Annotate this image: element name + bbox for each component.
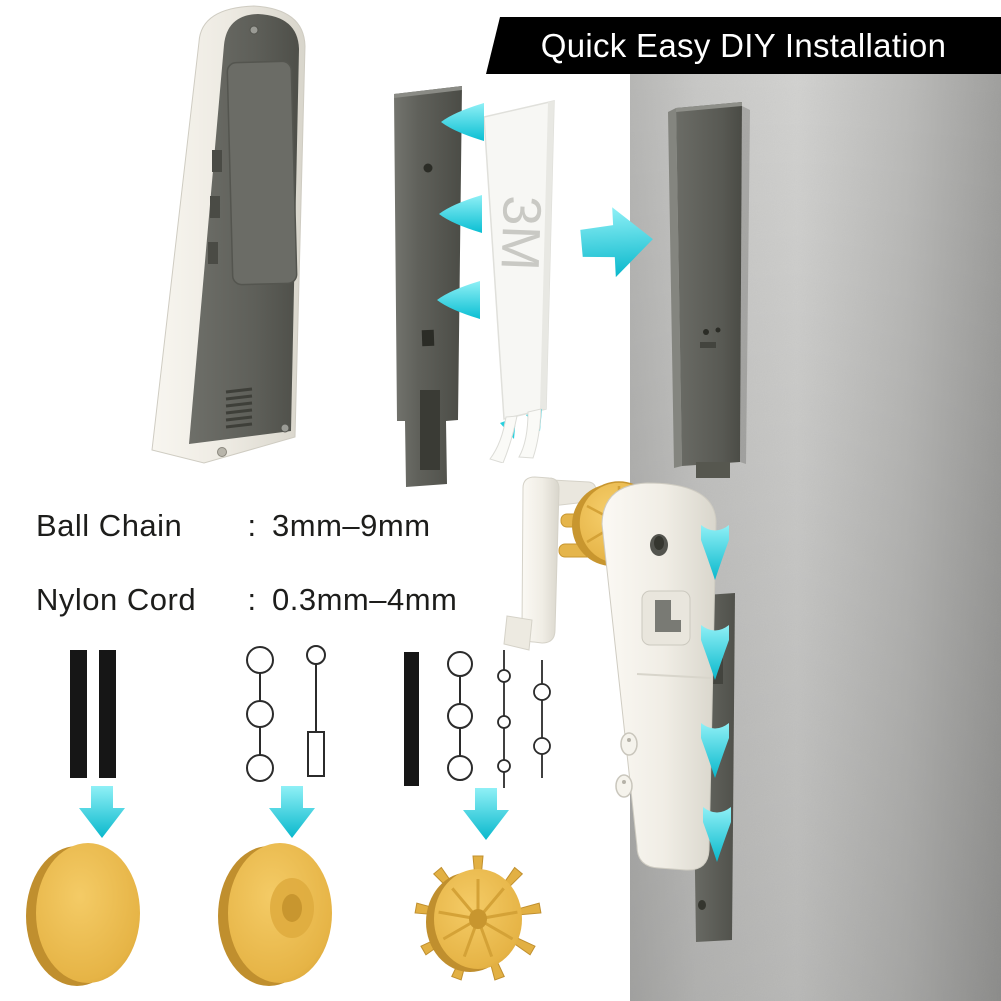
adhesive-tail — [489, 415, 518, 463]
ball-chain-figure — [246, 645, 326, 782]
adhesive-strip-edge — [540, 101, 554, 409]
spec-label: Ball Chain — [36, 508, 183, 543]
arrow-down-icon — [463, 788, 509, 840]
spec-colon: : — [247, 582, 257, 617]
adhesive-strip-figure: 3M — [483, 100, 555, 463]
mounted-plate-top-edge — [676, 102, 742, 112]
banner-title: Quick Easy DIY Installation — [540, 26, 947, 64]
banner: Quick Easy DIY Installation — [486, 17, 1001, 74]
device-back-figure — [151, 5, 306, 464]
mounted-plate-figure — [668, 102, 750, 478]
arrow-left-icon — [439, 195, 482, 233]
installation-assembly-figure — [503, 476, 735, 942]
mounting-plate-figure — [394, 86, 462, 487]
spec-value: 0.3mm–4mm — [272, 582, 458, 617]
arrow-down-icon — [79, 786, 125, 838]
spec-nylon-cord: Nylon Cord : 0.3mm–4mm — [36, 582, 457, 618]
screw-icon — [217, 25, 290, 457]
mounting-plate-top-edge — [394, 86, 462, 98]
mounted-plate-slot — [700, 342, 716, 348]
adapter-gear-figure — [414, 855, 542, 981]
adapter-disc-figure — [26, 843, 140, 986]
cord-weight-figure — [306, 645, 326, 777]
hook-slot — [641, 590, 691, 646]
spec-label: Nylon Cord — [36, 582, 197, 617]
device-back-notches — [208, 150, 222, 264]
adapter-disc-figure — [218, 843, 332, 986]
mounting-plate-slot — [420, 390, 440, 470]
arrow-down-icon — [701, 525, 731, 862]
device-front-figure — [601, 482, 717, 871]
device-back-cover — [226, 60, 298, 286]
arrow-left-icon — [441, 103, 484, 141]
spec-colon: : — [247, 508, 257, 543]
mounted-plate-hole — [715, 327, 721, 333]
chain-samples-figure — [404, 650, 551, 788]
arrow-left-icon — [437, 281, 480, 319]
adhesive-strip-label: 3M — [489, 195, 552, 272]
vent-slots — [225, 387, 253, 429]
mounted-plate-hole — [703, 329, 709, 335]
mounted-plate-face — [676, 102, 742, 466]
spec-value: 3mm–9mm — [272, 508, 431, 543]
arrow-right-icon — [580, 207, 653, 278]
mounted-plate-tab — [696, 462, 730, 478]
mounting-plate-body — [394, 86, 462, 487]
chain-bars-figure — [70, 650, 116, 778]
mounting-plate-square-hole — [421, 329, 435, 347]
device-buttons — [615, 732, 638, 798]
mounting-plate-hole — [423, 163, 433, 173]
adhesive-tail — [518, 408, 542, 459]
arrow-down-icon — [269, 786, 315, 838]
mounted-plate-shadow — [740, 106, 750, 464]
mounted-plate-side — [668, 108, 682, 468]
spec-ball-chain: Ball Chain : 3mm–9mm — [36, 508, 431, 544]
